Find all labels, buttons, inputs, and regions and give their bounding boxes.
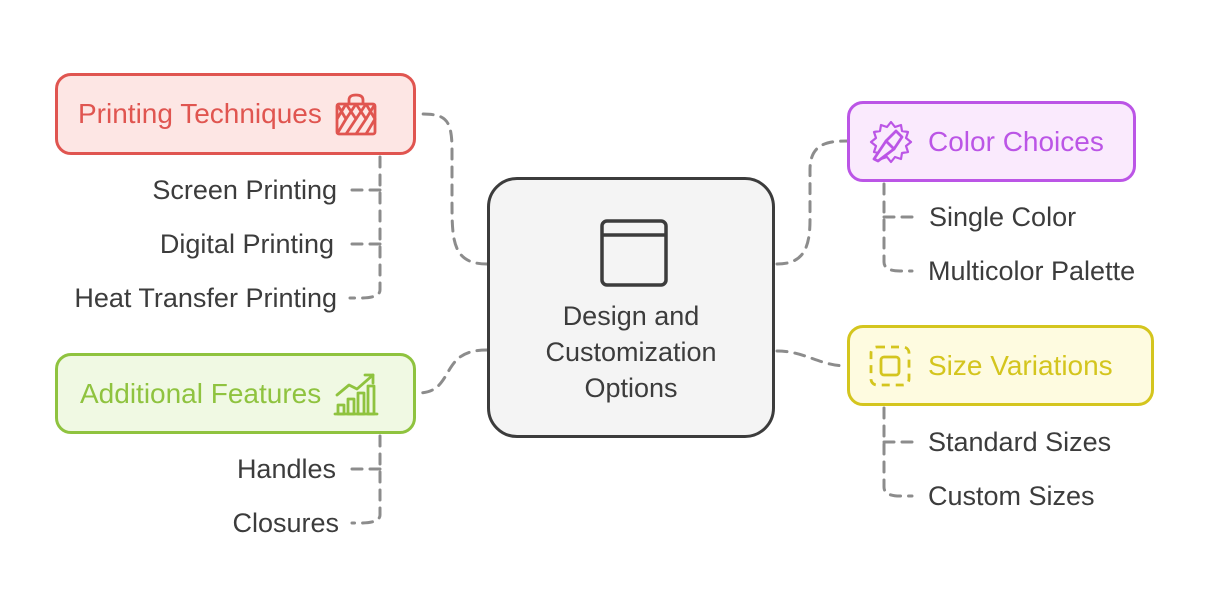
leaf-heat-transfer-printing: Heat Transfer Printing (74, 283, 337, 313)
leaf-digital-printing: Digital Printing (159, 229, 334, 259)
shopping-bag-icon (335, 93, 377, 136)
connector-size-trunk (882, 406, 914, 498)
connector-center-color (775, 139, 849, 266)
center-title-line: Options (584, 373, 678, 403)
leaf-screen-printing: Screen Printing (152, 175, 337, 205)
leaf-standard-sizes: Standard Sizes (928, 427, 1112, 457)
branch-color-choices[interactable]: Color Choices (847, 101, 1136, 182)
center-topic-card[interactable]: Design and Customization Options (487, 177, 775, 438)
leaf-closures: Closures (232, 508, 339, 538)
branch-label: Additional Features (80, 377, 322, 409)
leaf-custom-sizes: Custom Sizes (928, 481, 1095, 511)
center-title-line: Design and (562, 301, 700, 331)
connector-center-size (775, 349, 849, 368)
leaf-single-color: Single Color (929, 202, 1077, 232)
center-topic-title: Design and Customization Options (490, 298, 772, 406)
branch-label: Printing Techniques (78, 98, 322, 129)
connector-center-printing (418, 112, 489, 266)
branch-additional-features[interactable]: Additional Features (55, 353, 416, 434)
leaf-handles: Handles (236, 454, 336, 484)
resize-frame-icon (869, 345, 911, 386)
branch-size-variations[interactable]: Size Variations (847, 325, 1154, 406)
growth-chart-icon (333, 373, 379, 415)
paint-palette-icon (869, 120, 913, 163)
branch-label: Color Choices (928, 125, 1104, 157)
branch-label: Size Variations (928, 349, 1113, 381)
leaf-multicolor-palette: Multicolor Palette (928, 256, 1136, 286)
connector-additional-trunk (350, 434, 382, 525)
branch-printing-techniques[interactable]: Printing Techniques (55, 73, 416, 155)
center-title-line: Customization (545, 337, 717, 367)
connector-center-additional (418, 348, 489, 395)
connector-printing-trunk (348, 155, 382, 300)
connector-color-trunk (882, 182, 914, 273)
browser-window-icon (600, 219, 668, 287)
